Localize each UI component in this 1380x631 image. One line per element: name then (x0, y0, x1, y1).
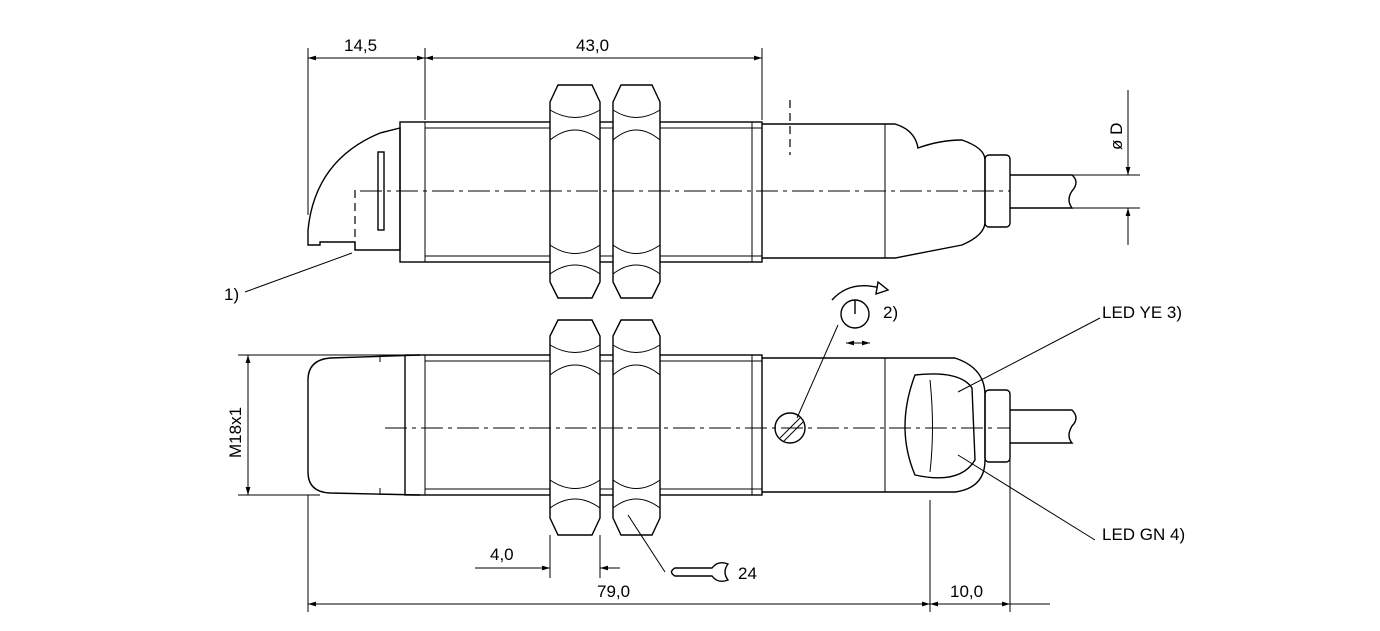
callout-led-green: LED GN 4) (1102, 525, 1185, 544)
top-cable (1010, 174, 1077, 209)
potentiometer-icon (831, 280, 890, 346)
bottom-rear-housing (762, 357, 986, 493)
wrench-size: 24 (738, 564, 757, 583)
top-rear-housing (762, 123, 986, 259)
dim-thread-size: M18x1 (226, 407, 245, 458)
bottom-nut-2 (612, 319, 661, 536)
top-cap (307, 127, 401, 251)
wrench-icon (670, 561, 730, 583)
bottom-connector (984, 389, 1011, 463)
dim-cap-length: 14,5 (344, 36, 377, 55)
dim-thread-length: 43,0 (576, 36, 609, 55)
led-window (904, 373, 976, 479)
top-nut-2 (612, 84, 661, 299)
dim-led-length: 10,0 (950, 582, 983, 601)
callout-led-yellow: LED YE 3) (1102, 303, 1182, 322)
bottom-cable (1010, 409, 1077, 444)
top-nut-1 (549, 84, 601, 299)
dimension-lines (238, 48, 1140, 612)
bottom-cap (307, 354, 421, 496)
callout-note1: 1) (224, 285, 239, 304)
dim-cable-diameter: ø D (1107, 123, 1126, 150)
dim-total-length: 79,0 (597, 582, 630, 601)
callout-note2: 2) (883, 303, 898, 322)
dim-nut-thickness: 4,0 (490, 545, 514, 564)
top-view (307, 84, 1077, 299)
bottom-view (307, 319, 1077, 536)
